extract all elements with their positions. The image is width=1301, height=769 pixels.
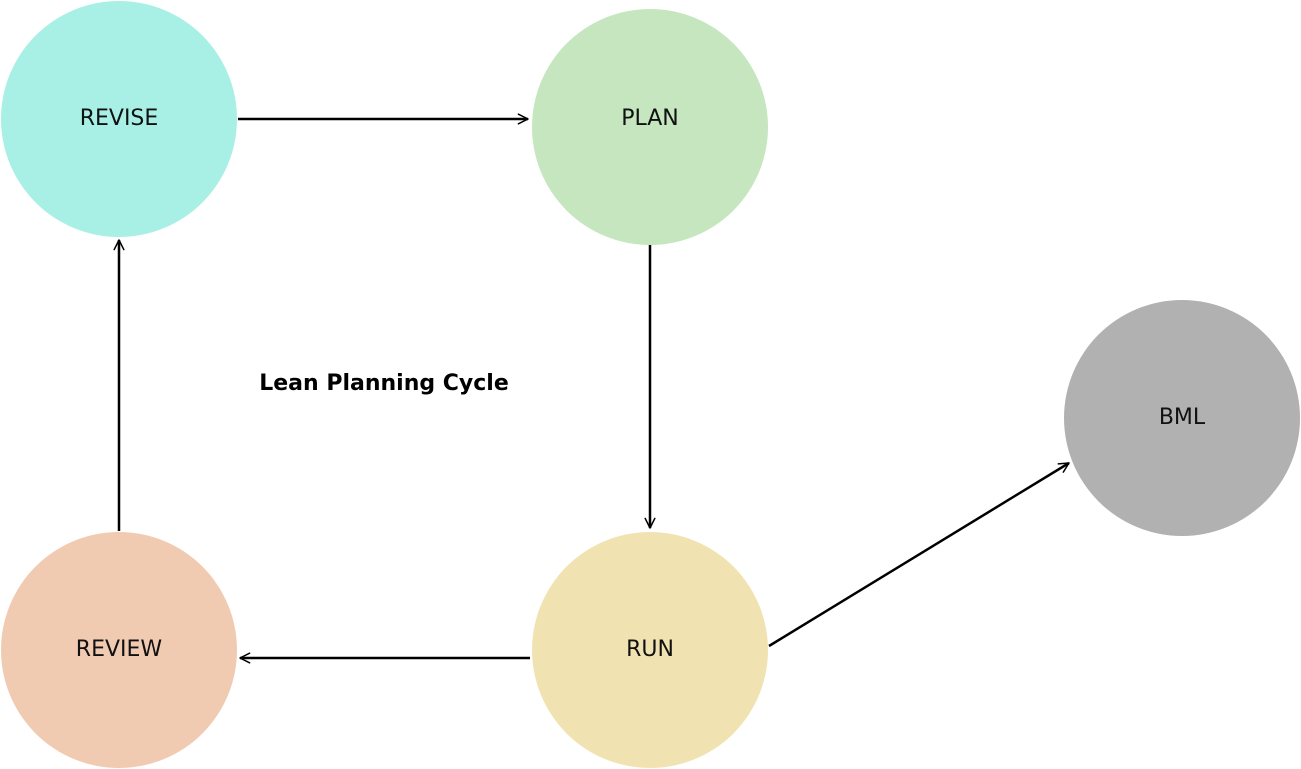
node-review[interactable]: REVIEW [1,532,237,768]
node-run-circle [532,532,768,768]
node-bml[interactable]: BML [1064,300,1300,536]
node-run-label: RUN [626,637,674,662]
diagram-title: Lean Planning Cycle [259,371,509,396]
node-review-label: REVIEW [76,637,163,662]
edge-run-to-bml [768,461,1070,648]
node-run[interactable]: RUN [532,532,768,768]
node-plan-label: PLAN [621,106,679,131]
node-bml-circle [1064,300,1300,536]
node-revise-circle [1,1,237,237]
node-review-circle [1,532,237,768]
node-plan-circle [532,9,768,245]
node-plan[interactable]: PLAN [532,9,768,245]
node-bml-label: BML [1159,405,1206,430]
node-revise-label: REVISE [80,106,159,131]
edges [113,113,1070,664]
node-revise[interactable]: REVISE [1,1,237,237]
